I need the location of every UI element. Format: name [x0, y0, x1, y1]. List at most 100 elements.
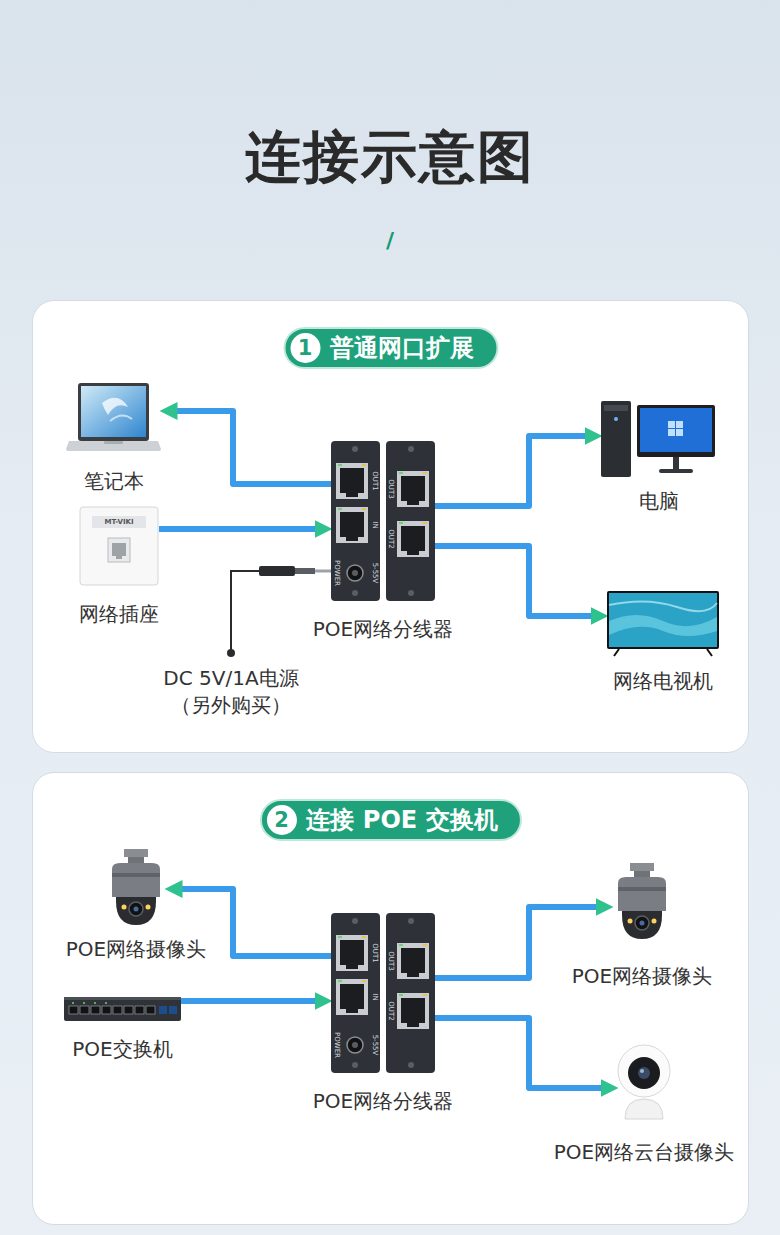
- splitter-art-part: [401, 998, 425, 1023]
- switch-art-part: [124, 1006, 133, 1014]
- splitter-art-part: [340, 984, 364, 1009]
- splitter-art-part: [352, 446, 358, 452]
- splitter-art-part: [401, 526, 425, 551]
- device-caption: POE网络摄像头: [572, 964, 712, 988]
- device-caption: 网络插座: [79, 602, 159, 626]
- splitter-art-part: [399, 522, 403, 524]
- splitter-art-part: [408, 918, 414, 924]
- socket-art-part: [108, 538, 130, 562]
- splitter-art-part: [423, 944, 427, 946]
- splitter-art-part: [423, 522, 427, 524]
- ptz-camera-art-part: [625, 1099, 663, 1119]
- scenario-panel: 1普通网口扩展DC 5V/1A电源（另外购买）笔记本网络插座MT-VIKIPOE…: [32, 300, 749, 753]
- pc-art-part: [676, 429, 683, 436]
- camera-art-part: [116, 897, 156, 925]
- section-heading: 连接 POE 交换机: [306, 805, 497, 835]
- power-cable-part: [295, 568, 315, 574]
- switch-art-part: [94, 1002, 96, 1004]
- splitter-art-part: [362, 936, 366, 938]
- splitter-art-part: [352, 1042, 358, 1048]
- poe-camera-device: POE网络摄像头: [612, 863, 672, 940]
- switch-art-part: [105, 1002, 107, 1004]
- port-label: POWER: [333, 560, 341, 586]
- splitter-art-part: [340, 468, 364, 493]
- switch-art-part: [159, 1006, 167, 1014]
- port-label: OUT3: [387, 951, 395, 970]
- splitter-art-part: [408, 590, 414, 596]
- splitter-art-part: [331, 913, 380, 1073]
- splitter-art-part: [407, 973, 419, 977]
- device-caption: POE网络分线器: [313, 617, 453, 641]
- switch-art: [64, 994, 181, 1023]
- pc-art-part: [637, 405, 715, 457]
- poe-splitter-device: POE网络分线器OUT1IN5-55VPOWEROUT3OUT2: [331, 441, 435, 601]
- switch-art-part: [91, 1006, 100, 1014]
- splitter-art-part: [346, 493, 358, 497]
- camera-art-part: [652, 919, 657, 924]
- desktop-pc-device: 电脑: [601, 399, 716, 479]
- splitter-art-part: [423, 472, 427, 474]
- laptop-art: [66, 381, 161, 461]
- laptop-art-part: [66, 441, 161, 451]
- port-label: IN: [371, 521, 379, 528]
- power-cable-part: [315, 570, 331, 573]
- splitter-art-part: [347, 565, 363, 581]
- camera-art-part: [146, 905, 151, 910]
- camera-art-part: [122, 905, 127, 910]
- splitter-art-part: [362, 464, 366, 466]
- switch-art-part: [83, 1002, 85, 1004]
- camera-art-part: [630, 863, 654, 871]
- camera-art-part: [134, 907, 139, 912]
- splitter-art-part: [408, 1062, 414, 1068]
- splitter-art-part: [336, 979, 368, 1015]
- socket-art-part: [92, 516, 146, 528]
- splitter-art-part: [346, 965, 358, 969]
- power-cable-part: [259, 566, 295, 576]
- camera-art-part: [112, 863, 160, 897]
- splitter-art-part: [399, 994, 403, 996]
- port-label: 5-55V: [371, 563, 379, 584]
- scenario-panel: 2连接 POE 交换机POE网络摄像头POE交换机POE网络分线器OUT1IN5…: [32, 772, 749, 1225]
- splitter-art-part: [423, 994, 427, 996]
- camera-art-part: [634, 871, 650, 877]
- device-caption: 网络电视机: [613, 669, 713, 693]
- laptop-art-part: [110, 415, 132, 421]
- brand-mark: MT-VIKI: [104, 518, 133, 526]
- splitter-art-part: [407, 1023, 419, 1027]
- splitter-art-part: [331, 441, 380, 601]
- port-label: OUT2: [387, 529, 395, 548]
- switch-art-part: [146, 1006, 155, 1014]
- laptop-art-part: [78, 383, 149, 441]
- tv-art-part: [609, 593, 717, 647]
- pc-art-part: [668, 421, 675, 428]
- power-cable-part: [227, 649, 235, 657]
- camera-art: [106, 849, 166, 926]
- tv-art-part: [607, 591, 719, 649]
- splitter-art-part: [346, 537, 358, 541]
- splitter-art-part: [362, 980, 366, 982]
- section-pill: 1普通网口扩展: [283, 327, 498, 369]
- accent-slash: /: [0, 228, 780, 254]
- splitter-art-part: [397, 471, 429, 507]
- splitter-art-part: [340, 940, 364, 965]
- splitter-art-part: [347, 1037, 363, 1053]
- port-label: POWER: [333, 1032, 341, 1058]
- splitter-art-part: [399, 944, 403, 946]
- splitter-art-part: [338, 464, 342, 466]
- splitter-art-part: [362, 508, 366, 510]
- network-tv-device: 网络电视机: [607, 591, 719, 657]
- switch-art-part: [72, 1002, 74, 1004]
- tv-art-part: [614, 649, 712, 656]
- camera-art-part: [635, 916, 649, 930]
- switch-art-part: [64, 997, 181, 1021]
- splitter-art-part: [407, 501, 419, 505]
- splitter-art-part: [397, 943, 429, 979]
- laptop-art-part: [81, 386, 146, 437]
- laptop-art-part: [102, 398, 128, 415]
- splitter-art-part: [352, 1062, 358, 1068]
- splitter-art-part: [340, 512, 364, 537]
- splitter-art-part: [386, 913, 435, 1073]
- tv-art-part: [609, 615, 717, 636]
- device-caption: 笔记本: [84, 469, 144, 493]
